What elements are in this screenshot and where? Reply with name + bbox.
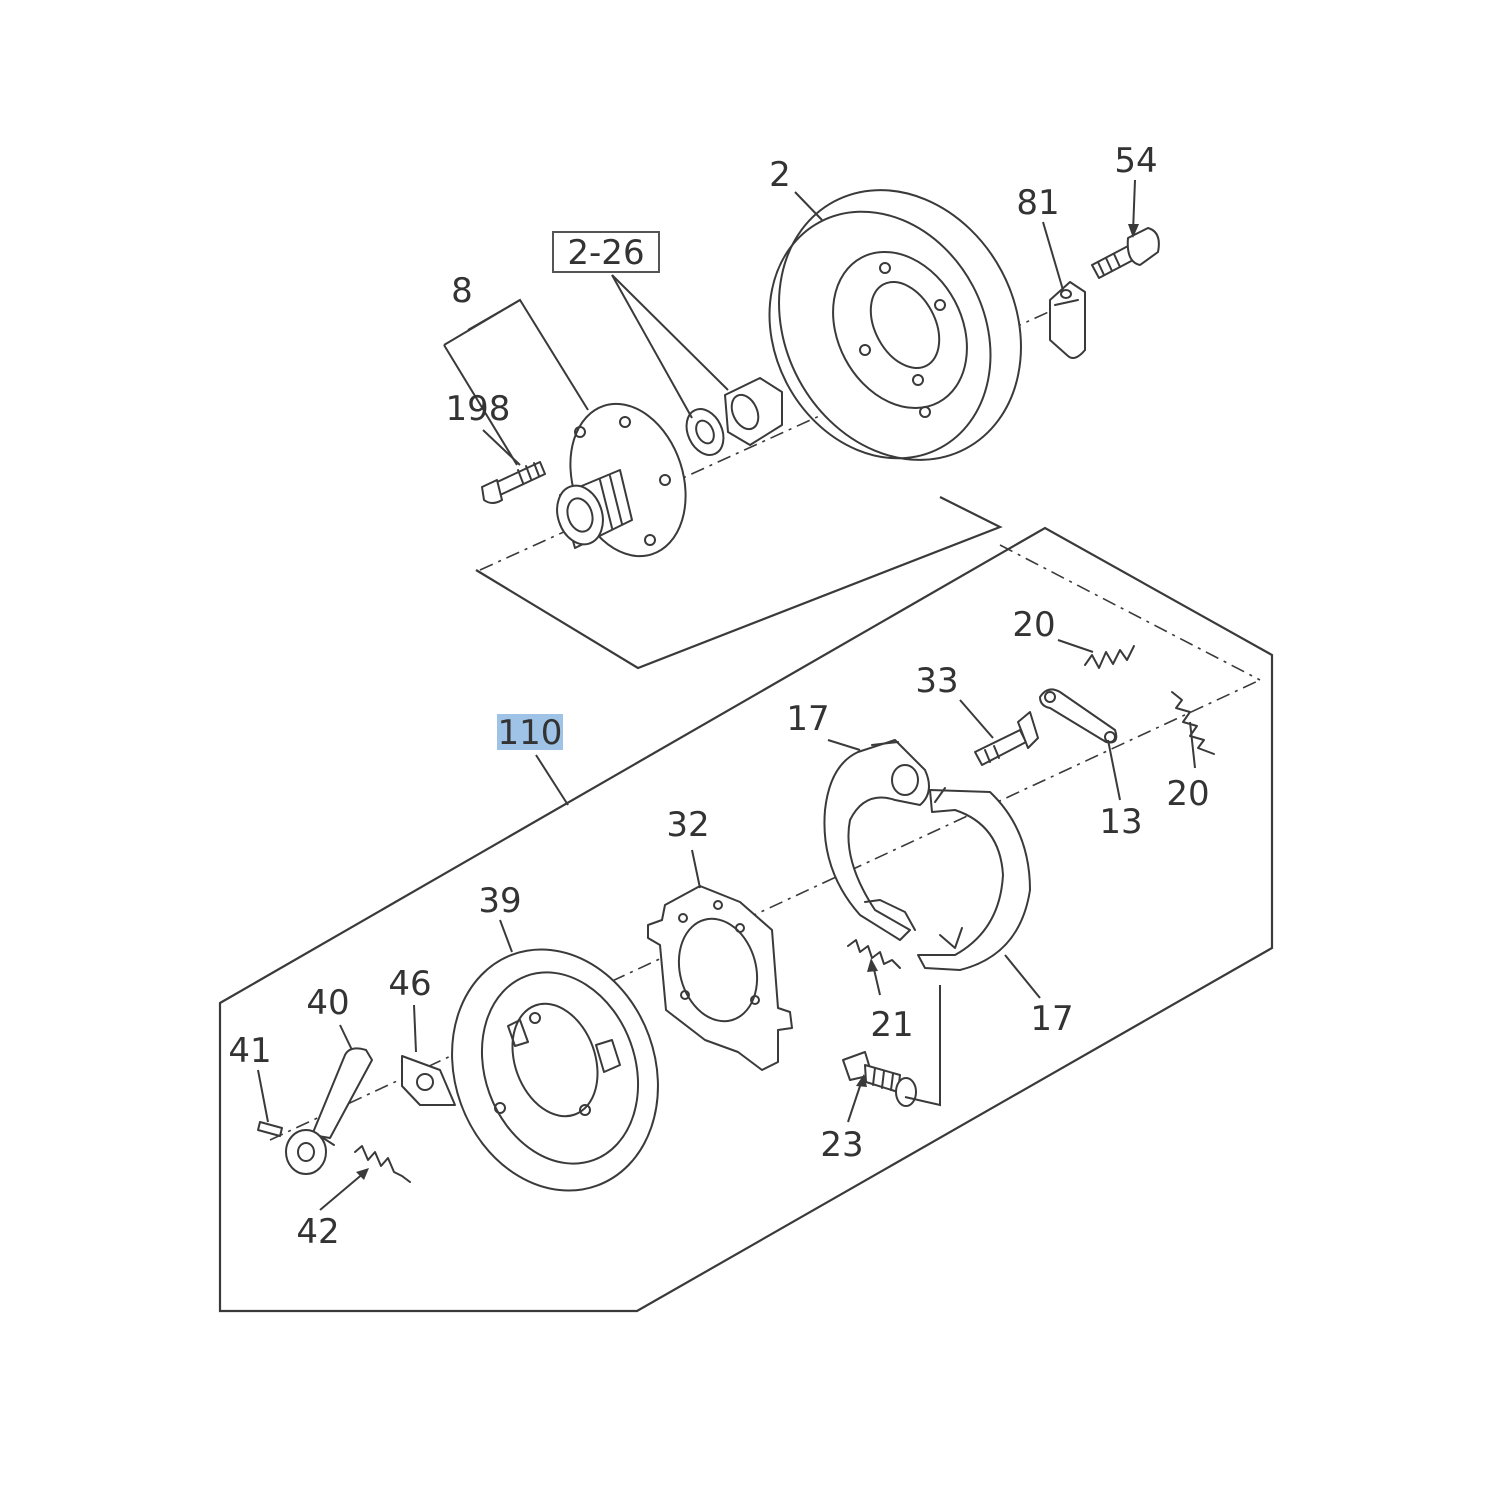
callout-23: 23	[820, 1125, 863, 1165]
pin-41-icon	[257, 1121, 283, 1137]
callout-54: 54	[1114, 141, 1157, 181]
callout-42: 42	[296, 1212, 339, 1252]
callout-81: 81	[1016, 183, 1059, 223]
lever-13-icon	[1039, 688, 1118, 744]
brake-shoe-17-lower-icon	[917, 787, 1031, 971]
brake-assembly-frame	[218, 526, 1274, 1313]
hub-group-frame	[475, 496, 1003, 670]
brake-drum-2-icon	[768, 189, 1022, 461]
callout-39: 39	[478, 881, 521, 921]
callout-21: 21	[870, 1005, 913, 1045]
brake-axis-upper	[999, 544, 1261, 681]
bracket-32-icon	[647, 885, 793, 1071]
callout-2: 2	[769, 155, 791, 195]
callout-46: 46	[388, 964, 431, 1004]
plate-46-icon	[401, 1055, 456, 1106]
callout-32: 32	[666, 805, 709, 845]
leader-lines	[257, 179, 1196, 1211]
callout-20-upper: 20	[1012, 605, 1055, 645]
brake-shoe-17-upper-icon	[823, 739, 930, 941]
callout-41: 41	[228, 1031, 271, 1071]
stud-198-icon	[481, 461, 546, 504]
callout-40: 40	[306, 983, 349, 1023]
bolt-54-icon	[1091, 227, 1160, 279]
callout-17-upper: 17	[786, 699, 829, 739]
callout-198: 198	[446, 389, 511, 429]
washer-nut-2-26-icon	[685, 377, 783, 456]
brake-axis-lower	[269, 679, 1261, 1141]
callout-2-26: 2-26	[567, 233, 644, 273]
backing-plate-39-icon	[451, 948, 659, 1192]
callout-box-2-26	[552, 231, 660, 273]
callout-13: 13	[1099, 802, 1142, 842]
callout-33: 33	[915, 661, 958, 701]
lever-40-icon	[285, 1047, 373, 1175]
clip-81-icon	[1049, 281, 1086, 359]
wheel-hub-8-icon	[556, 402, 687, 558]
callout-8: 8	[451, 271, 473, 311]
spring-20-upper-icon	[1084, 645, 1135, 669]
callout-highlight-110	[497, 714, 563, 750]
spring-21-icon	[847, 939, 901, 969]
spring-42-icon	[354, 1145, 411, 1183]
callout-20-right: 20	[1166, 774, 1209, 814]
pin-33-icon	[974, 711, 1039, 766]
callout-110[interactable]: 110	[498, 713, 563, 753]
callout-17-lower: 17	[1030, 999, 1073, 1039]
